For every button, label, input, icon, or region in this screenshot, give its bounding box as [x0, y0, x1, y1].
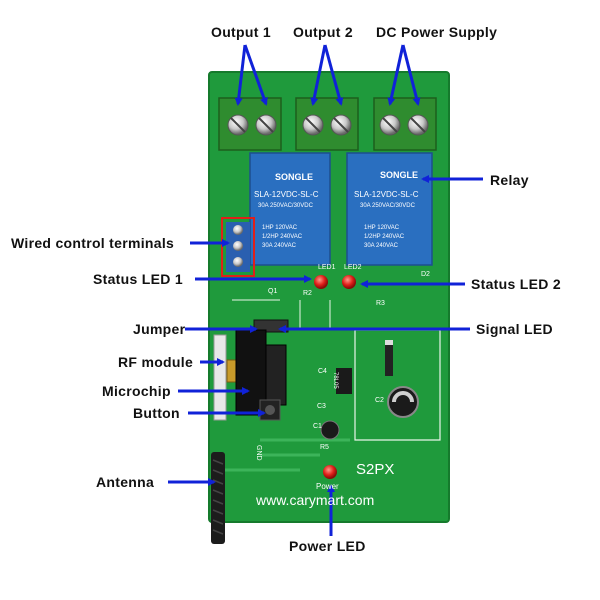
diode: [385, 340, 393, 376]
c2-silk: C2: [375, 397, 384, 404]
status-led-2-shape: [342, 275, 356, 289]
label-rf-module: RF module: [118, 354, 194, 370]
relay-1-rating-4: 30A 240VAC: [262, 243, 296, 249]
label-microchip: Microchip: [102, 383, 171, 399]
terminal-blocks: [218, 97, 437, 151]
label-status-led-2: Status LED 2: [471, 276, 561, 292]
q1-silk: Q1: [268, 288, 278, 295]
label-power-led: Power LED: [289, 538, 366, 554]
relay-2-rating-1: 30A 250VAC/30VDC: [360, 203, 415, 209]
relay-2-brand: SONGLE: [380, 170, 419, 180]
website: www.carymart.com: [256, 492, 375, 508]
relay-2: [346, 152, 433, 266]
label-status-led-1: Status LED 1: [93, 271, 183, 287]
label-relay: Relay: [490, 172, 529, 188]
label-output-1: Output 1: [211, 24, 271, 40]
model-name: S2PX: [356, 461, 395, 478]
label-jumper: Jumper: [133, 321, 186, 337]
label-antenna: Antenna: [96, 474, 155, 490]
gnd-silk: GND: [255, 445, 262, 461]
label-signal-led: Signal LED: [476, 321, 553, 337]
annotation-arrows: [168, 44, 483, 536]
capacitor-c1: [320, 420, 340, 440]
relay-1-rating-2: 1HP 120VAC: [262, 225, 298, 231]
antenna-shape: [211, 452, 225, 544]
capacitor-c2: [387, 386, 419, 418]
relay-1-model: SLA-12VDC-SL-C: [254, 190, 319, 199]
relay-1: [249, 152, 331, 266]
label-wired-control-terminals: Wired control terminals: [11, 235, 175, 251]
power-led-shape: [323, 465, 337, 479]
label-button: Button: [133, 405, 180, 421]
relay-2-model: SLA-12VDC-SL-C: [354, 190, 419, 199]
r2-silk: R2: [303, 290, 312, 297]
power-silk: Power: [316, 482, 339, 491]
wired-control-terminal-block: [221, 217, 255, 277]
c3-silk: C3: [317, 403, 326, 410]
status-led-1-shape: [314, 275, 328, 289]
relay-2-rating-4: 30A 240VAC: [364, 243, 398, 249]
relay-2-rating-3: 1/2HP 240VAC: [364, 234, 405, 240]
label-output-2: Output 2: [293, 24, 353, 40]
regulator-silk: 78L05: [332, 372, 338, 389]
relay-2-rating-2: 1HP 120VAC: [364, 225, 400, 231]
c4-silk: C4: [318, 368, 327, 375]
led2-silk: LED2: [344, 264, 362, 271]
relay-1-rating-1: 30A 250VAC/30VDC: [258, 203, 313, 209]
relay-1-brand: SONGLE: [275, 172, 314, 182]
voltage-regulator: [336, 368, 352, 394]
c1-silk: C1: [313, 423, 322, 430]
d2-silk: D2: [421, 271, 430, 278]
r3-silk: R3: [376, 300, 385, 307]
button-shape: [259, 399, 281, 421]
r5-silk: R5: [320, 444, 329, 451]
relay-1-rating-3: 1/2HP 240VAC: [262, 234, 303, 240]
label-dc-power-supply: DC Power Supply: [376, 24, 498, 40]
led1-silk: LED1: [318, 264, 336, 271]
rf-module-shape: [213, 334, 238, 421]
